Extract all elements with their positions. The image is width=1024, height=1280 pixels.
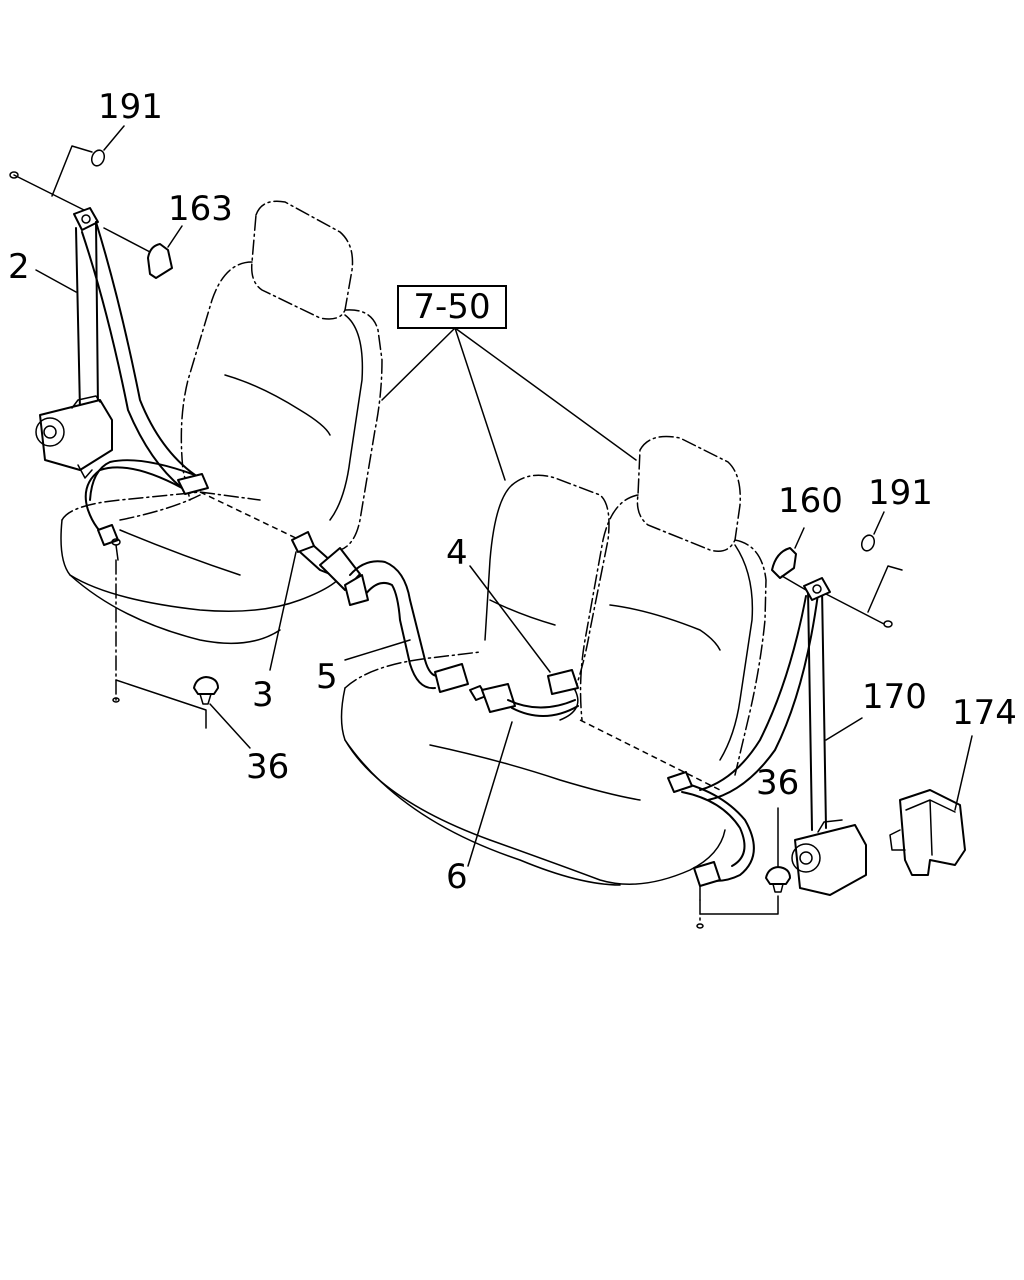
callout-36-right: 36: [756, 763, 799, 803]
callout-170: 170: [862, 677, 927, 717]
clip-191-left: [51, 125, 125, 197]
cover-163: [103, 225, 183, 279]
callout-163: 163: [168, 189, 233, 229]
callout-2: 2: [8, 247, 30, 287]
right-seat: [340, 435, 767, 886]
left-belt-assembly: [9, 171, 209, 729]
center-belt-5: [344, 560, 469, 693]
callout-6: 6: [446, 857, 468, 897]
callout-36-left: 36: [246, 747, 289, 787]
left-seat: [60, 200, 383, 645]
callout-160: 160: [778, 481, 843, 521]
callout-2-leader: [35, 269, 77, 293]
callout-4: 4: [446, 533, 468, 573]
callout-191-right: 191: [868, 473, 933, 513]
cover-174: [889, 735, 973, 876]
callout-191-left: 191: [98, 87, 163, 127]
reference-7-50: 7-50: [381, 285, 637, 481]
grommet-36-left: [193, 676, 251, 749]
ref-label: 7-50: [413, 287, 490, 327]
buckle-6: [467, 683, 579, 867]
callout-5: 5: [316, 657, 338, 697]
callout-3: 3: [252, 675, 274, 715]
grommet-36-right: [765, 807, 791, 893]
cover-160: [771, 527, 807, 591]
ref-box: [397, 285, 507, 329]
buckle-3: [269, 531, 361, 671]
callout-174: 174: [952, 693, 1017, 733]
right-belt-assembly: [667, 577, 893, 929]
clip-191-right: [860, 511, 903, 613]
